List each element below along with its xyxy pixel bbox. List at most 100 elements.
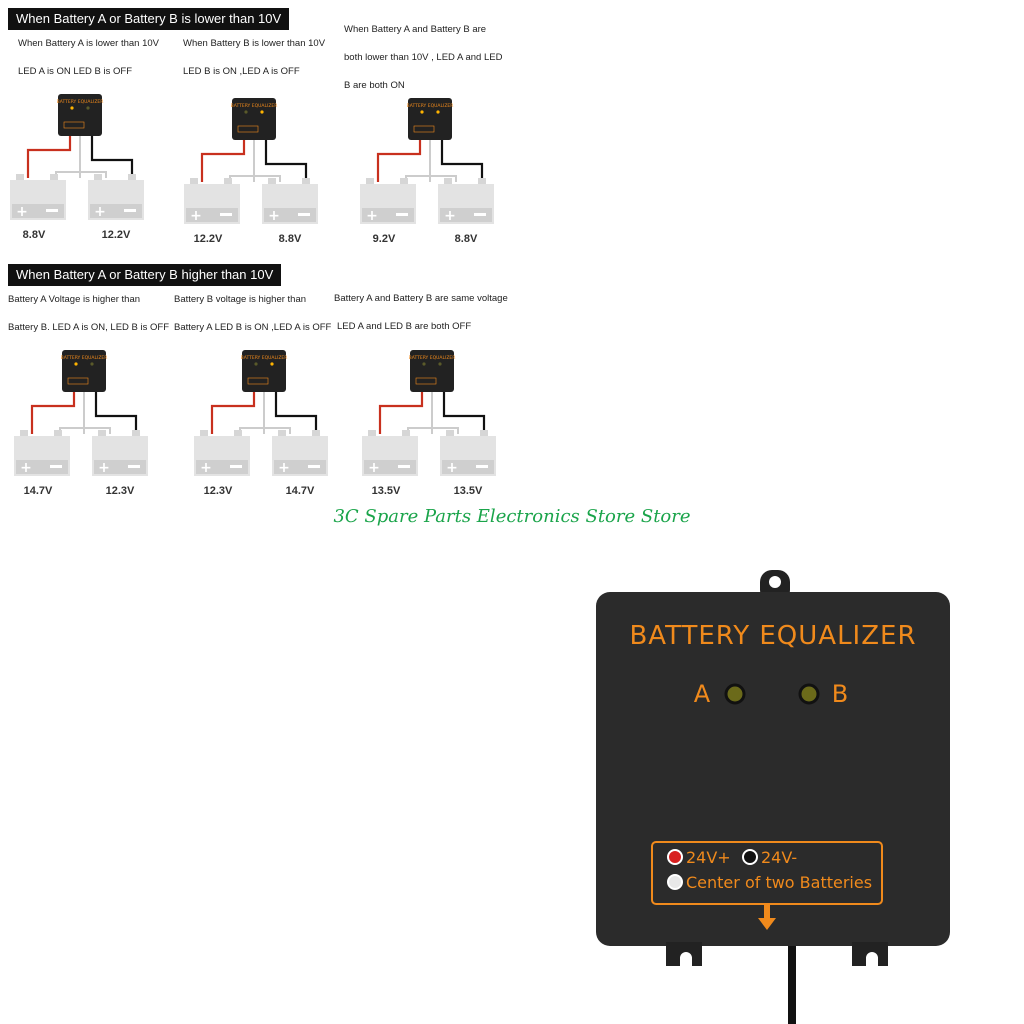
battery-a-pos-terminal bbox=[368, 430, 376, 436]
mini-equalizer bbox=[242, 350, 286, 392]
mini-equalizer-label: BATTERY EQUALIZER bbox=[231, 103, 278, 109]
battery-b-plus-icon: + bbox=[444, 208, 456, 224]
battery-b-neg-terminal bbox=[132, 430, 140, 436]
battery-a-minus-icon bbox=[230, 465, 242, 468]
led-b bbox=[798, 683, 820, 705]
section1-header: When Battery A or Battery B is lower tha… bbox=[8, 8, 290, 30]
battery-a-neg-terminal bbox=[400, 178, 408, 184]
center-wire bbox=[229, 140, 281, 182]
mini-equalizer bbox=[408, 98, 452, 140]
battery-b-pos-terminal bbox=[94, 174, 102, 180]
led-a-label: A bbox=[694, 680, 711, 708]
battery-a-minus-icon bbox=[220, 213, 232, 216]
s1p1-caption1: When Battery A is lower than 10V bbox=[18, 38, 159, 49]
voltage-b: 12.3V bbox=[106, 485, 135, 497]
mini-legend bbox=[247, 377, 269, 385]
voltage-a: 9.2V bbox=[373, 233, 396, 245]
white-wire-dot bbox=[667, 874, 683, 890]
battery-b-plus-icon: + bbox=[268, 208, 280, 224]
battery-a-plus-icon: + bbox=[366, 208, 378, 224]
s2p1-caption1: Battery A Voltage is higher than bbox=[8, 294, 141, 305]
product-title: BATTERY EQUALIZER bbox=[629, 621, 916, 651]
voltage-b: 8.8V bbox=[279, 233, 302, 245]
mini-led-b bbox=[86, 106, 90, 110]
led-b-label: B bbox=[832, 680, 848, 708]
mini-led-a bbox=[420, 110, 424, 114]
mini-led-a bbox=[244, 110, 248, 114]
mini-equalizer bbox=[62, 350, 106, 392]
battery-b-pos-terminal bbox=[444, 178, 452, 184]
mini-led-b bbox=[436, 110, 440, 114]
battery-a-plus-icon: + bbox=[368, 460, 380, 476]
mini-equalizer-label: BATTERY EQUALIZER bbox=[57, 99, 104, 105]
battery-a-neg-terminal bbox=[234, 430, 242, 436]
red-wire bbox=[376, 140, 422, 182]
battery-b-minus-icon bbox=[298, 213, 310, 216]
battery-a-minus-icon bbox=[50, 465, 62, 468]
mini-equalizer bbox=[232, 98, 276, 140]
black-wire bbox=[94, 392, 138, 434]
battery-a-pos-terminal bbox=[16, 174, 24, 180]
battery-equalizer-product: BATTERY EQUALIZER A B 24V+ 24V- Center o… bbox=[596, 570, 950, 1024]
s2p1-caption2: Battery B. LED A is ON, LED B is OFF bbox=[8, 322, 170, 333]
mini-led-b bbox=[270, 362, 274, 366]
mini-led-a bbox=[422, 362, 426, 366]
black-wire bbox=[264, 140, 308, 182]
s1p3-caption2: both lower than 10V , LED A and LED bbox=[344, 52, 503, 63]
voltage-a: 12.2V bbox=[194, 233, 223, 245]
battery-b-pos-terminal bbox=[98, 430, 106, 436]
battery-a-plus-icon: + bbox=[20, 460, 32, 476]
device-body bbox=[596, 592, 950, 946]
mini-legend bbox=[415, 377, 437, 385]
red-wire bbox=[210, 392, 256, 434]
mini-equalizer-label: BATTERY EQUALIZER bbox=[409, 355, 456, 361]
battery-a-minus-icon bbox=[398, 465, 410, 468]
black-wire bbox=[440, 140, 484, 182]
s1p3-caption3: B are both ON bbox=[344, 80, 405, 91]
battery-b-minus-icon bbox=[308, 465, 320, 468]
mini-led-a bbox=[70, 106, 74, 110]
battery-a-neg-terminal bbox=[402, 430, 410, 436]
mini-led-b bbox=[90, 362, 94, 366]
red-wire bbox=[30, 392, 76, 434]
battery-b-neg-terminal bbox=[302, 178, 310, 184]
battery-a-neg-terminal bbox=[54, 430, 62, 436]
s1p2-caption2: LED B is ON ,LED A is OFF bbox=[183, 66, 300, 77]
battery-b-plus-icon: + bbox=[446, 460, 458, 476]
store-name: 3C Spare Parts Electronics Store Store bbox=[333, 506, 691, 527]
battery-a-pos-terminal bbox=[20, 430, 28, 436]
mini-legend bbox=[413, 125, 435, 133]
battery-b-plus-icon: + bbox=[278, 460, 290, 476]
battery-b-neg-terminal bbox=[312, 430, 320, 436]
voltage-b: 8.8V bbox=[455, 233, 478, 245]
mini-led-a bbox=[74, 362, 78, 366]
battery-a-minus-icon bbox=[396, 213, 408, 216]
diagram-s1-p2: BATTERY EQUALIZER + +12.2V 8.8V bbox=[184, 96, 324, 251]
battery-a-pos-terminal bbox=[366, 178, 374, 184]
center-wire bbox=[59, 392, 111, 434]
battery-b-pos-terminal bbox=[278, 430, 286, 436]
battery-b-neg-terminal bbox=[478, 178, 486, 184]
black-wire-dot bbox=[742, 849, 758, 865]
battery-a-neg-terminal bbox=[50, 174, 58, 180]
red-wire bbox=[26, 136, 72, 178]
red-wire-dot bbox=[667, 849, 683, 865]
battery-a-pos-terminal bbox=[200, 430, 208, 436]
battery-b-pos-terminal bbox=[268, 178, 276, 184]
left-mount-foot bbox=[666, 942, 702, 966]
center-wire bbox=[405, 140, 457, 182]
s1p1-caption2: LED A is ON LED B is OFF bbox=[18, 66, 133, 77]
led-a bbox=[724, 683, 746, 705]
battery-b-minus-icon bbox=[474, 213, 486, 216]
battery-a-plus-icon: + bbox=[190, 208, 202, 224]
mini-legend bbox=[67, 377, 89, 385]
mini-led-b bbox=[260, 110, 264, 114]
mini-led-a bbox=[254, 362, 258, 366]
black-wire bbox=[442, 392, 486, 434]
center-wire bbox=[407, 392, 459, 434]
voltage-a: 12.3V bbox=[204, 485, 233, 497]
